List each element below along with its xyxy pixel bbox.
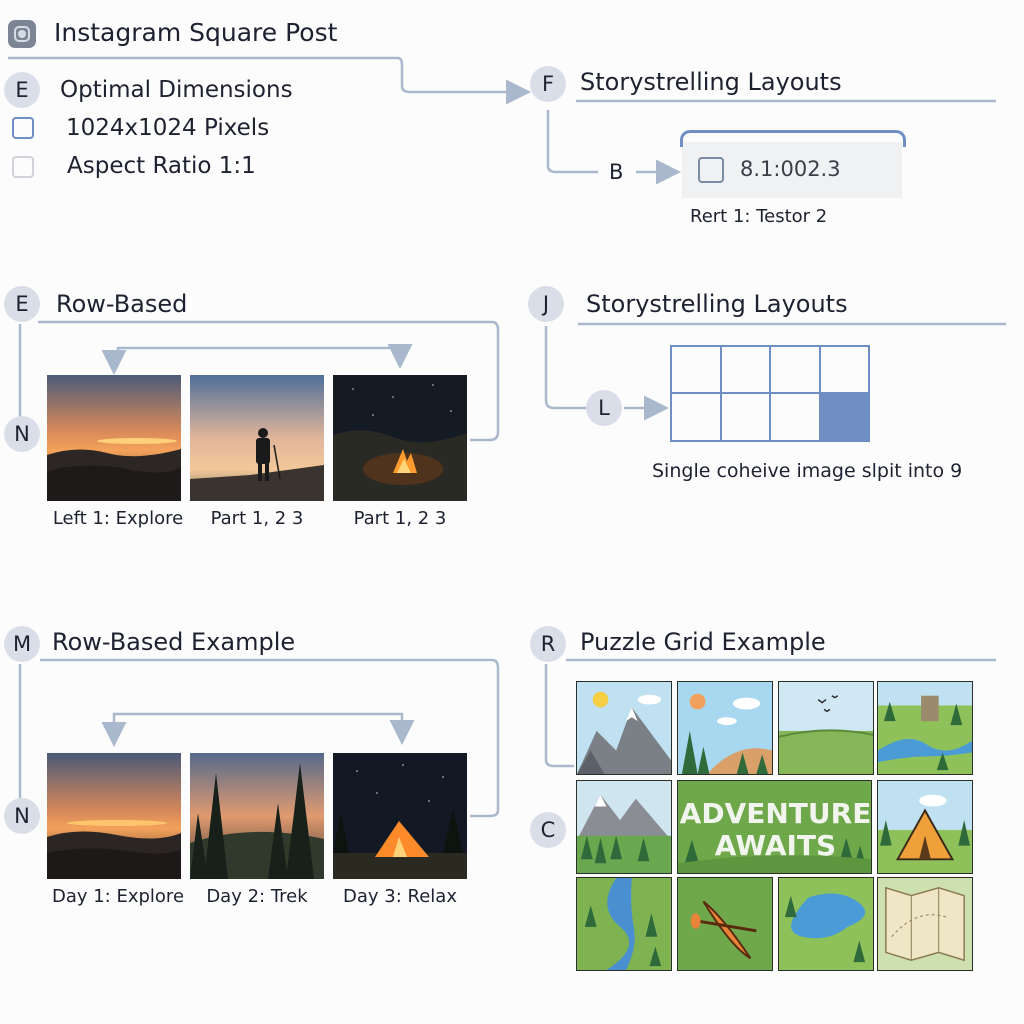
puzzle-tile-forest-mountains bbox=[576, 780, 672, 874]
sunset-photo-2 bbox=[47, 753, 181, 879]
step-badge-m: M bbox=[4, 626, 40, 662]
step-badge-n2: N bbox=[4, 798, 40, 834]
split-caption: Single coheive image slpit into 9 bbox=[652, 460, 963, 482]
dimensions-item-pixels: 1024x1024 Pixels bbox=[66, 115, 270, 141]
field-checkbox-icon[interactable] bbox=[698, 157, 724, 183]
row-caption-3: Part 1, 2 3 bbox=[353, 508, 447, 529]
step-badge-n: N bbox=[4, 416, 40, 452]
storytelling-title-top: Storystrelling Layouts bbox=[580, 68, 842, 96]
field-value: 8.1:002.3 bbox=[740, 157, 841, 181]
step-badge-f: F bbox=[530, 66, 566, 102]
value-field[interactable]: 8.1:002.3 bbox=[680, 130, 906, 198]
puzzle-tile-mountain bbox=[576, 681, 672, 775]
dimensions-item-aspect: Aspect Ratio 1:1 bbox=[67, 153, 256, 179]
row-caption-1: Left 1: Explore bbox=[52, 508, 184, 529]
page-title: Instagram Square Post bbox=[54, 18, 338, 47]
tent-photo bbox=[333, 753, 467, 879]
puzzle-tile-tent bbox=[877, 780, 973, 874]
forest-photo bbox=[190, 753, 324, 879]
puzzle-tile-trees bbox=[677, 681, 773, 775]
puzzle-tile-kayak bbox=[677, 877, 773, 971]
puzzle-tile-lake bbox=[778, 877, 874, 971]
step-badge-l: L bbox=[586, 390, 622, 426]
split-grid-diagram bbox=[670, 345, 870, 442]
sub-badge-b: B bbox=[609, 160, 624, 184]
step-badge-e2: E bbox=[4, 286, 40, 322]
puzzle-tile-map bbox=[877, 877, 973, 971]
step-badge-j: J bbox=[528, 286, 564, 322]
step-badge-e: E bbox=[4, 72, 40, 108]
square-checkbox-icon[interactable] bbox=[12, 117, 34, 139]
storytelling-title-grid: Storystrelling Layouts bbox=[586, 290, 848, 318]
instagram-icon bbox=[8, 20, 36, 48]
example-caption-3: Day 3: Relax bbox=[343, 886, 457, 907]
puzzle-title: Puzzle Grid Example bbox=[580, 628, 826, 656]
dimensions-title: Optimal Dimensions bbox=[60, 77, 293, 103]
banner-line-1: ADVENTURE bbox=[679, 797, 872, 830]
step-badge-c: C bbox=[530, 812, 566, 848]
row-based-title: Row-Based bbox=[56, 290, 188, 318]
hiker-photo bbox=[190, 375, 324, 501]
example-caption-2: Day 2: Trek bbox=[206, 886, 308, 907]
row-caption-2: Part 1, 2 3 bbox=[210, 508, 304, 529]
step-badge-r: R bbox=[530, 626, 566, 662]
puzzle-tile-meadow bbox=[778, 681, 874, 775]
puzzle-tile-banner: ADVENTURE AWAITS bbox=[677, 780, 872, 874]
campfire-photo bbox=[333, 375, 467, 501]
sunset-photo bbox=[47, 375, 181, 501]
example-caption-1: Day 1: Explore bbox=[51, 886, 185, 907]
field-caption: Rert 1: Testor 2 bbox=[690, 206, 828, 227]
row-example-title: Row-Based Example bbox=[52, 628, 296, 656]
banner-line-2: AWAITS bbox=[714, 829, 837, 862]
puzzle-tile-river-ruins bbox=[877, 681, 973, 775]
square-checkbox-icon[interactable] bbox=[12, 156, 34, 178]
puzzle-tile-river bbox=[576, 877, 672, 971]
